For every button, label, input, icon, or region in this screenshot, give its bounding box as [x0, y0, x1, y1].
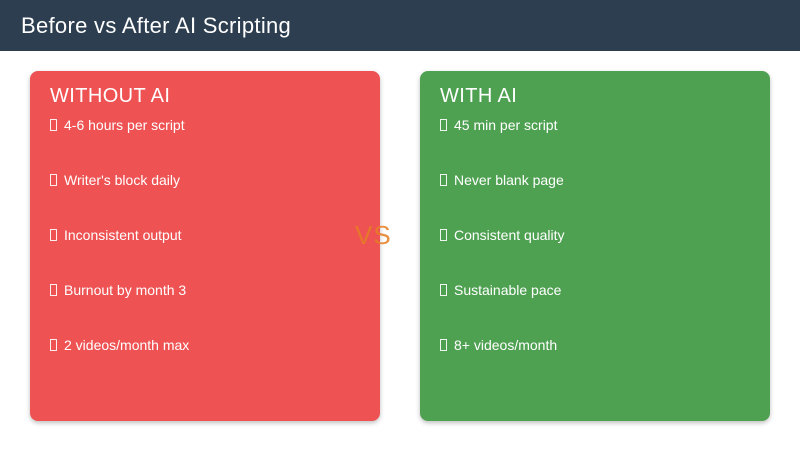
missing-glyph-icon [50, 174, 57, 186]
list-item-label: Sustainable pace [454, 282, 562, 298]
header-bar: Before vs After AI Scripting [0, 0, 800, 51]
list-item-label: Writer's block daily [64, 172, 180, 188]
missing-glyph-icon [440, 339, 447, 351]
list-item-label: 45 min per script [454, 117, 558, 133]
list-item-label: Inconsistent output [64, 227, 182, 243]
with-ai-card-title: WITH AI [440, 85, 518, 107]
list-item-label: 2 videos/month max [64, 337, 190, 353]
missing-glyph-icon [440, 229, 447, 241]
page-title: Before vs After AI Scripting [21, 12, 292, 38]
missing-glyph-icon [50, 339, 57, 351]
with-ai-list: 45 min per script Never blank page Consi… [440, 118, 750, 352]
list-item: Inconsistent output [50, 228, 360, 242]
list-item: Never blank page [440, 173, 750, 187]
list-item: 4-6 hours per script [50, 118, 360, 132]
vs-label: VS [355, 220, 392, 250]
list-item-label: Consistent quality [454, 227, 565, 243]
list-item: Consistent quality [440, 228, 750, 242]
list-item: 45 min per script [440, 118, 750, 132]
list-item: 8+ videos/month [440, 338, 750, 352]
list-item: Burnout by month 3 [50, 283, 360, 297]
list-item: 2 videos/month max [50, 338, 360, 352]
list-item-label: Burnout by month 3 [64, 282, 187, 298]
list-item: Sustainable pace [440, 283, 750, 297]
without-ai-card-title: WITHOUT AI [50, 85, 171, 107]
missing-glyph-icon [50, 284, 57, 296]
without-ai-card: WITHOUT AI 4-6 hours per script Writer's… [30, 71, 380, 421]
list-item-label: Never blank page [454, 172, 564, 188]
with-ai-card: WITH AI 45 min per script Never blank pa… [420, 71, 770, 421]
without-ai-list: 4-6 hours per script Writer's block dail… [50, 118, 360, 352]
missing-glyph-icon [50, 119, 57, 131]
list-item-label: 8+ videos/month [454, 337, 558, 353]
comparison-area: WITHOUT AI 4-6 hours per script Writer's… [0, 51, 800, 450]
cards-row: WITHOUT AI 4-6 hours per script Writer's… [0, 51, 800, 421]
missing-glyph-icon [440, 174, 447, 186]
missing-glyph-icon [50, 229, 57, 241]
missing-glyph-icon [440, 119, 447, 131]
list-item: Writer's block daily [50, 173, 360, 187]
missing-glyph-icon [440, 284, 447, 296]
list-item-label: 4-6 hours per script [64, 117, 185, 133]
